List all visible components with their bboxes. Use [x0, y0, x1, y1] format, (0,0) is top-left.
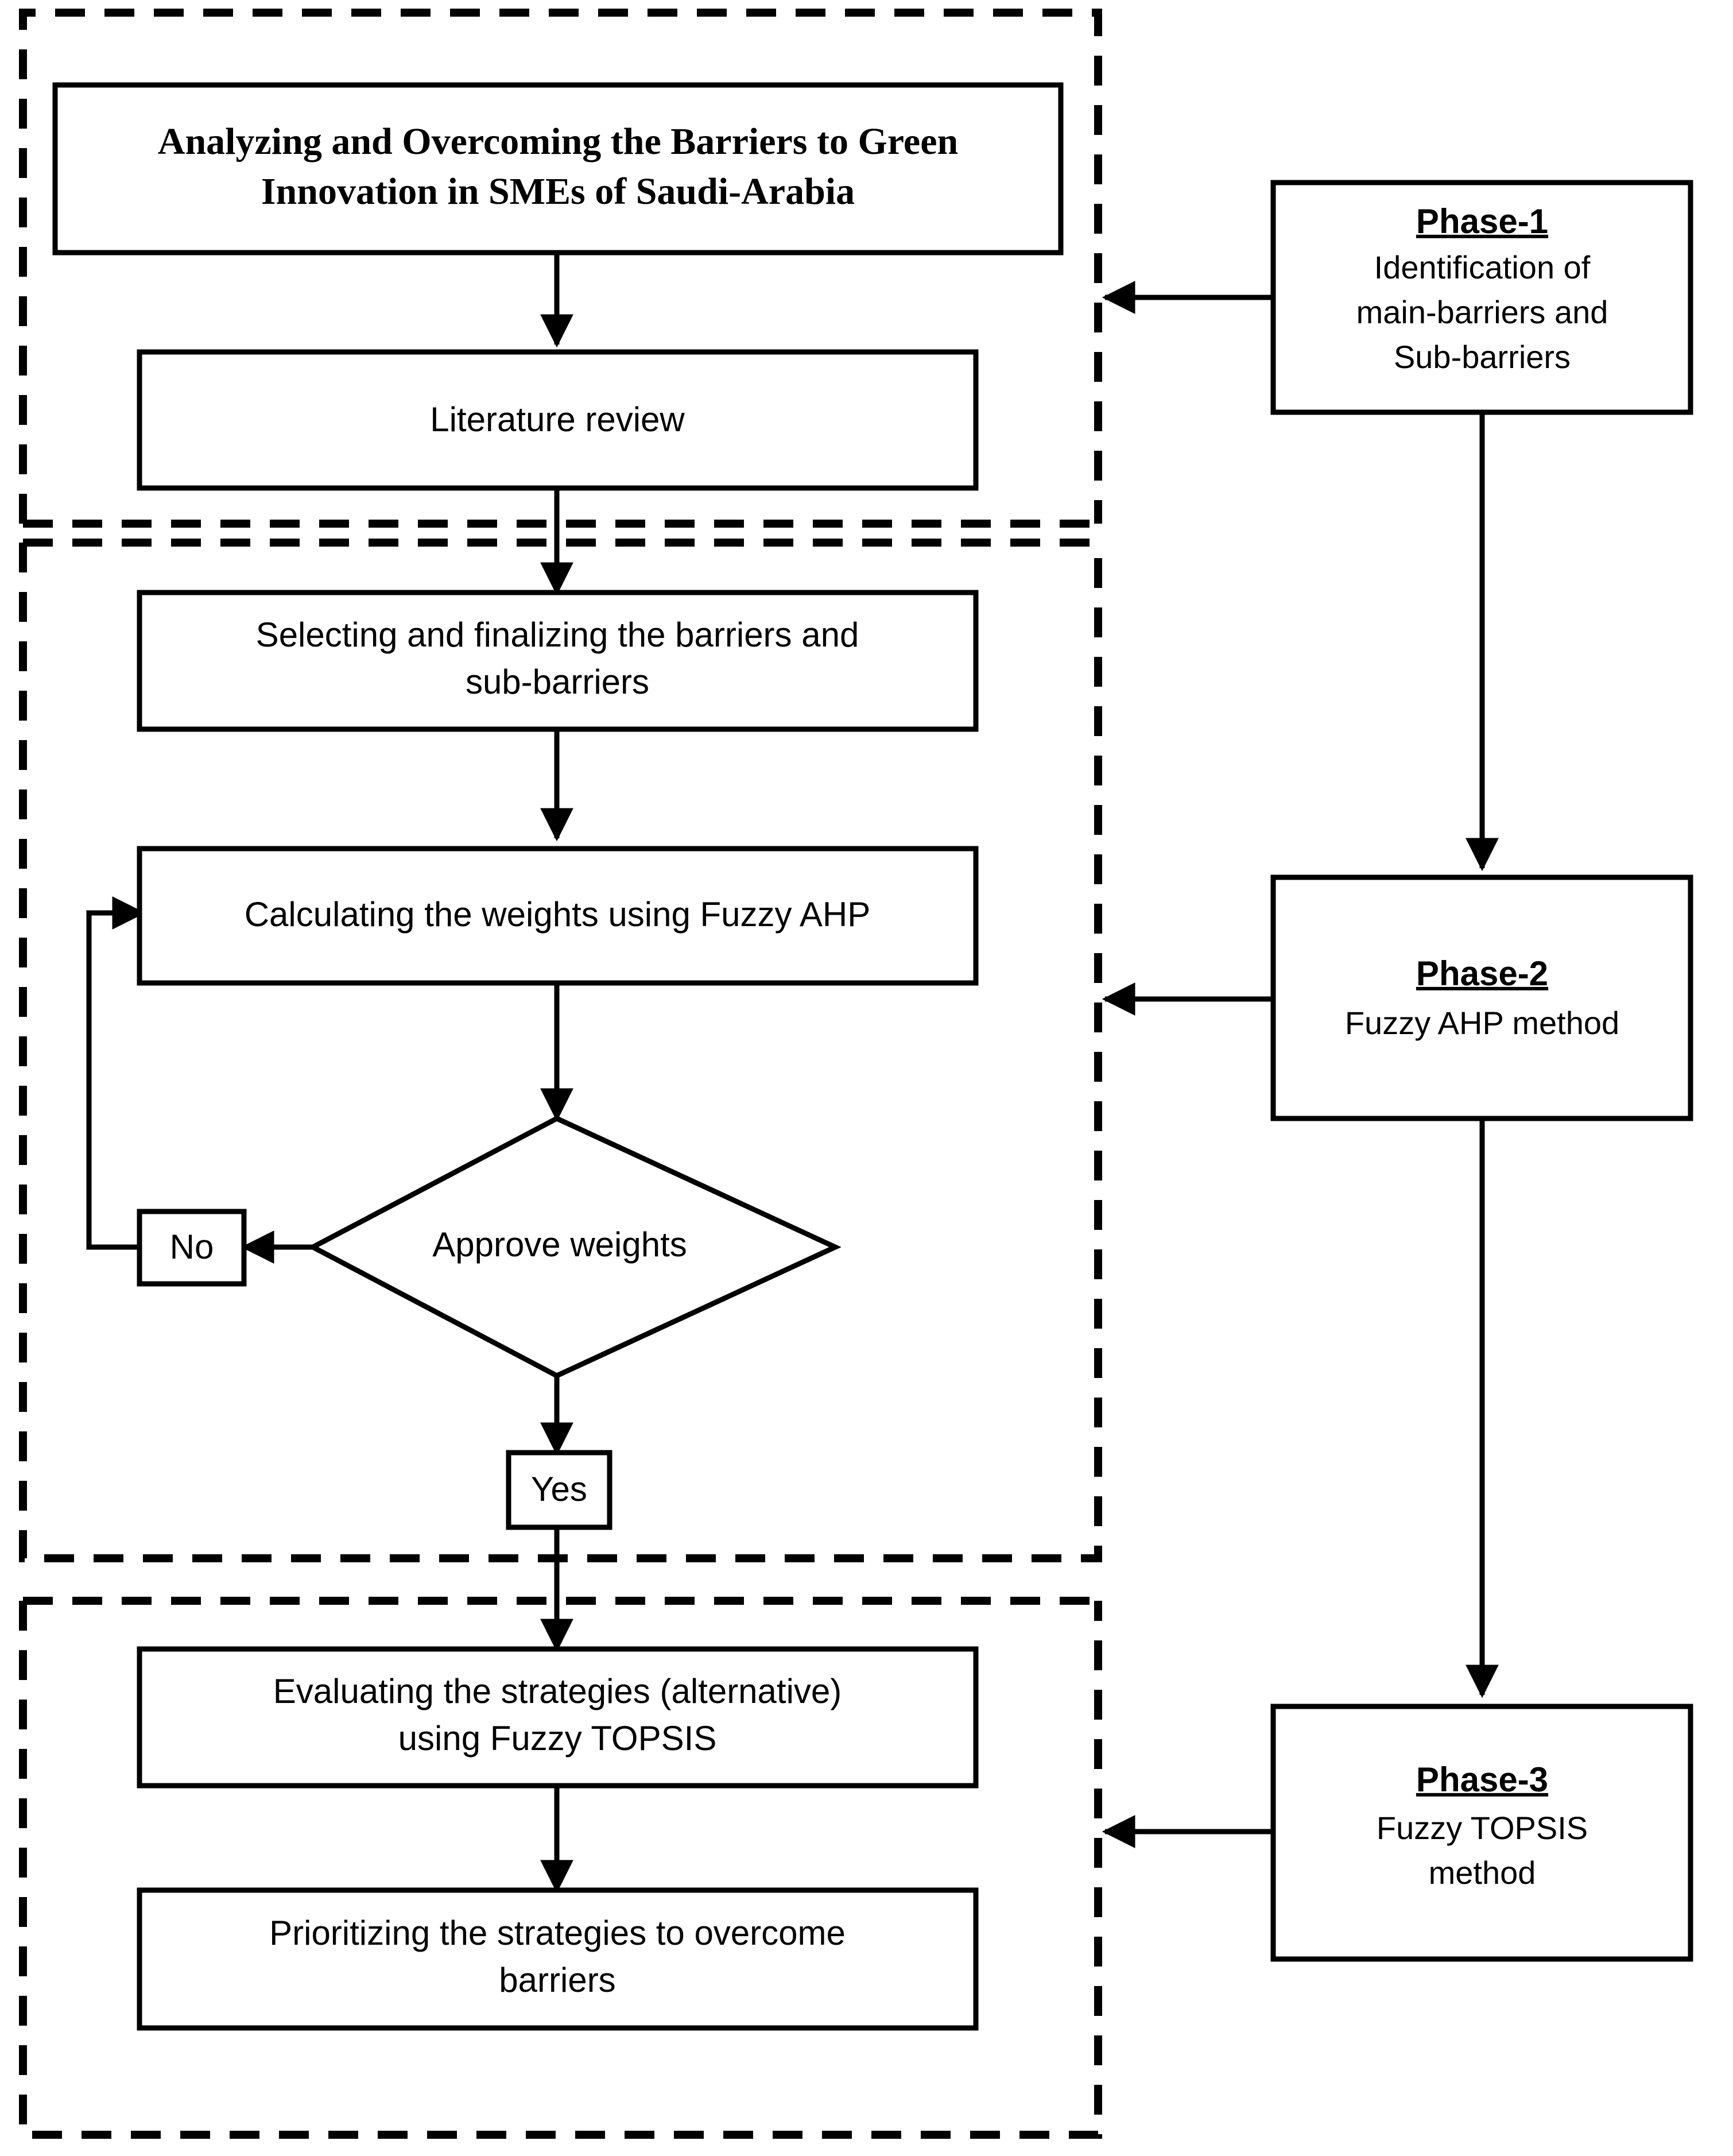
node-evaluating-strategies[interactable]: Evaluating the strategies (alternative) …: [137, 1646, 979, 1789]
phase-3-line2: method: [1429, 1855, 1536, 1891]
connector-no-loopback: [86, 896, 146, 1250]
decision-no-label: No: [170, 1228, 214, 1266]
selecting-line2: sub-barriers: [466, 663, 649, 701]
phase-1-line3: Sub-barriers: [1394, 339, 1571, 375]
decision-yes-label: Yes: [531, 1470, 587, 1508]
literature-review-label: Literature review: [430, 400, 685, 439]
selecting-line1: Selecting and finalizing the barriers an…: [256, 616, 859, 654]
node-phase-1[interactable]: Phase-1 Identification of main-barriers …: [1270, 180, 1693, 415]
node-phase-2[interactable]: Phase-2 Fuzzy AHP method: [1270, 874, 1693, 1121]
phase-1-line1: Identification of: [1374, 249, 1591, 285]
node-selecting-finalizing[interactable]: Selecting and finalizing the barriers an…: [137, 590, 979, 732]
node-prioritizing-strategies[interactable]: Prioritizing the strategies to overcome …: [137, 1887, 979, 2031]
prioritizing-line1: Prioritizing the strategies to overcome: [269, 1914, 846, 1952]
node-decision-approve-weights[interactable]: Approve weights: [307, 1115, 842, 1379]
study-title-line2: Innovation in SMEs of Saudi-Arabia: [261, 171, 855, 212]
evaluating-line1: Evaluating the strategies (alternative): [273, 1672, 842, 1710]
phase-1-line2: main-barriers and: [1356, 294, 1608, 330]
node-calculating-weights[interactable]: Calculating the weights using Fuzzy AHP: [137, 846, 979, 986]
phase-2-dashed-frame: [19, 539, 1102, 1562]
phase-3-line1: Fuzzy TOPSIS: [1377, 1810, 1588, 1846]
calculating-weights-label: Calculating the weights using Fuzzy AHP: [245, 895, 871, 934]
prioritizing-line2: barriers: [499, 1961, 615, 1999]
phase-3-header: Phase-3: [1416, 1760, 1548, 1799]
node-decision-yes[interactable]: Yes: [506, 1450, 612, 1530]
node-study-title[interactable]: Analyzing and Overcoming the Barriers to…: [52, 82, 1064, 256]
phase-1-header: Phase-1: [1416, 202, 1548, 241]
phase-2-line1: Fuzzy AHP method: [1345, 1005, 1619, 1041]
phase-1-dashed-frame: [19, 9, 1102, 528]
phase-3-dashed-frame: [19, 1597, 1102, 2139]
decision-label: Approve weights: [432, 1225, 687, 1264]
study-title-line1: Analyzing and Overcoming the Barriers to…: [158, 121, 958, 162]
node-decision-no[interactable]: No: [137, 1209, 247, 1287]
connectors: [86, 253, 1499, 1894]
phase-2-header: Phase-2: [1416, 954, 1548, 993]
node-phase-3[interactable]: Phase-3 Fuzzy TOPSIS method: [1270, 1704, 1693, 1962]
node-literature-review[interactable]: Literature review: [137, 349, 979, 491]
evaluating-line2: using Fuzzy TOPSIS: [398, 1719, 717, 1758]
